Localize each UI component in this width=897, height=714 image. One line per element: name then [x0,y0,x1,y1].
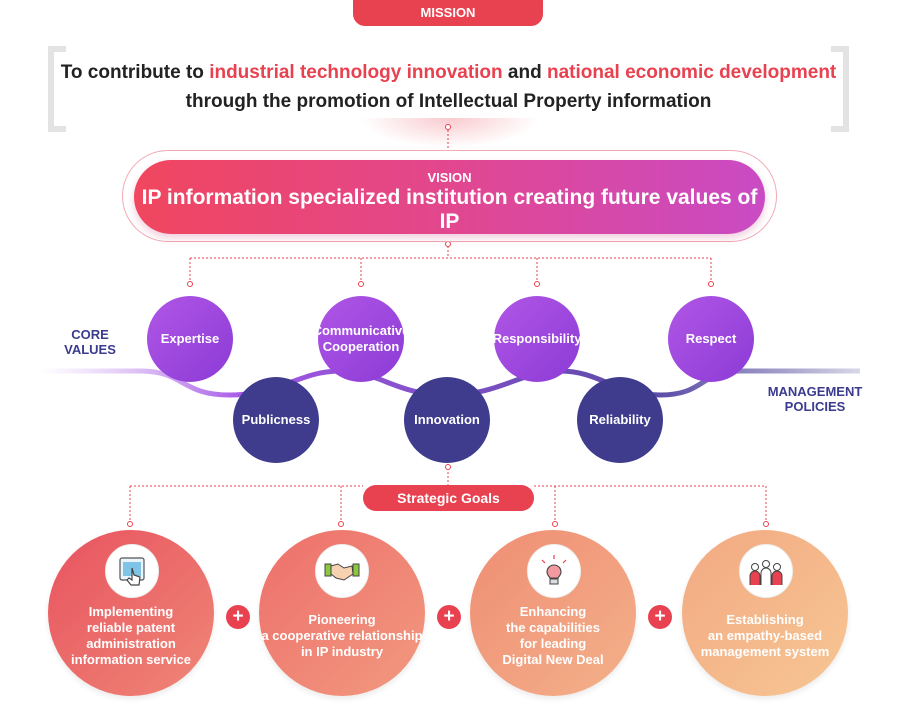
policy-label: Innovation [414,412,480,427]
mission-text-and: and [502,62,547,83]
policy-publicness: Publicness [233,377,319,463]
goal-line: information service [71,652,191,667]
goal-line: an empathy-based [707,628,823,643]
mission-line-1: To contribute to industrial technology i… [60,58,837,87]
goal-text-4: Establishing an empathy-based management… [682,612,848,660]
goal-line: administration [86,636,176,651]
mission-glow [360,118,540,148]
goal-line: management system [700,644,830,659]
plus-icon: + [648,605,672,629]
handshake-icon [315,544,369,598]
goal-text-1: Implementing reliable patent administrat… [48,604,214,668]
mission-highlight-2: national economic development [546,62,837,83]
policy-innovation: Innovation [404,377,490,463]
goal-line: Establishing [726,612,804,627]
mission-statement: To contribute to industrial technology i… [60,58,837,116]
mission-text-plain: To contribute to [60,62,210,83]
brain-bulb-icon [527,544,581,598]
goal-line: for leading [519,636,587,651]
mission-label: MISSION [353,0,543,26]
goal-line: Pioneering [308,612,376,627]
core-value-expertise: Expertise [147,296,233,382]
core-value-respect: Respect [668,296,754,382]
goal-text-2: Pioneering a cooperative relationship in… [259,612,425,660]
core-values-label: CORE VALUES [60,327,120,357]
touch-screen-icon [105,544,159,598]
vision-label: VISION [427,170,472,185]
vision-statement: IP information specialized institution c… [141,186,758,233]
core-value-label: Responsibility [492,331,582,346]
goal-line: in IP industry [300,644,384,659]
goal-line: Enhancing [519,604,587,619]
mission-highlight-1: industrial technology innovation [209,62,503,83]
policy-reliability: Reliability [577,377,663,463]
core-values-label-line1: CORE [71,327,109,342]
strategic-goals-label: Strategic Goals [363,485,534,511]
plus-icon: + [226,605,250,629]
goal-line: Implementing [88,604,174,619]
policy-label: Reliability [589,412,651,427]
core-values-label-line2: VALUES [64,342,116,357]
goal-line: reliable patent [86,620,176,635]
management-policies-label: MANAGEMENT POLICIES [760,384,870,414]
core-value-label: Respect [685,331,737,346]
people-icon [739,544,793,598]
goal-line: Digital New Deal [502,652,604,667]
right-bracket [831,46,849,132]
core-value-responsibility: Responsibility [492,296,582,382]
left-bracket [48,46,66,132]
policy-label: Publicness [241,412,311,427]
vision-banner [134,160,765,234]
core-value-label-line1: Communicative [312,323,410,338]
goal-text-3: Enhancing the capabilities for leading D… [470,604,636,668]
management-policies-label-line2: POLICIES [784,399,846,414]
core-value-label-line2: Cooperation [322,339,400,354]
core-value-label: Expertise [160,331,220,346]
goal-line: a cooperative relationship [261,628,423,643]
management-policies-label-line1: MANAGEMENT [767,384,863,399]
goal-line: the capabilities [506,620,600,635]
mission-line-2: through the promotion of Intellectual Pr… [185,91,712,112]
plus-icon: + [437,605,461,629]
